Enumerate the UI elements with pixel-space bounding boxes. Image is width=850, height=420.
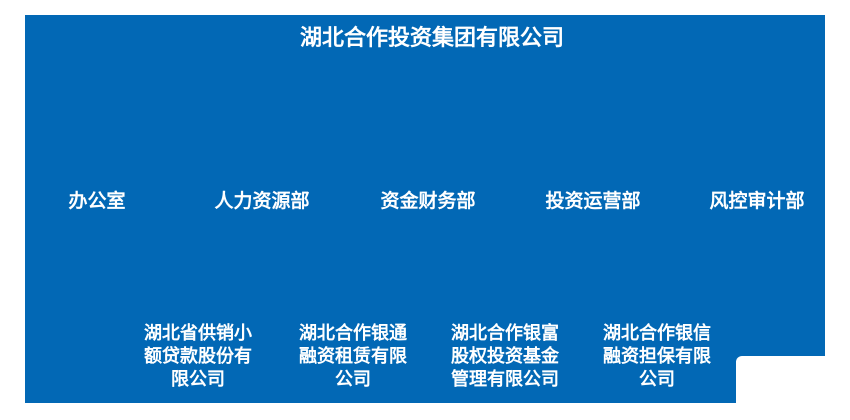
subsidiary-name-line: 公司 [639,369,675,389]
company-title: 湖北合作投资集团有限公司 [299,25,564,50]
department-risk-audit: 风控审计部 [709,191,805,212]
subsidiary-name-line: 额贷款股份有 [144,346,252,366]
department-finance: 资金财务部 [380,191,476,212]
subsidiary-name-line: 公司 [335,369,371,389]
department-office: 办公室 [68,191,126,212]
subsidiary-name-line: 融资租赁有限 [299,346,407,366]
subsidiary-name-line: 管理有限公司 [451,369,559,389]
department-human-resources: 人力资源部 [214,191,310,212]
subsidiary-name-line: 限公司 [171,369,225,389]
org-chart-panel: 湖北合作投资集团有限公司 办公室 人力资源部 资金财务部 投资运营部 风控审计部… [25,15,825,403]
bottom-right-white-notch [736,356,825,403]
subsidiary-name-line: 湖北合作银信 [603,323,711,343]
subsidiary-name-line: 融资担保有限 [603,346,711,366]
subsidiary-equity-fund: 湖北合作银富 股权投资基金 管理有限公司 [451,322,559,391]
subsidiary-name-line: 湖北合作银富 [451,323,559,343]
subsidiary-leasing: 湖北合作银通 融资租赁有限 公司 [299,322,407,391]
subsidiary-name-line: 湖北合作银通 [299,323,407,343]
subsidiary-microloan: 湖北省供销小 额贷款股份有 限公司 [144,322,252,391]
subsidiary-guarantee: 湖北合作银信 融资担保有限 公司 [603,322,711,391]
department-investment-operations: 投资运营部 [545,191,641,212]
subsidiary-name-line: 湖北省供销小 [144,323,252,343]
subsidiary-name-line: 股权投资基金 [451,346,559,366]
